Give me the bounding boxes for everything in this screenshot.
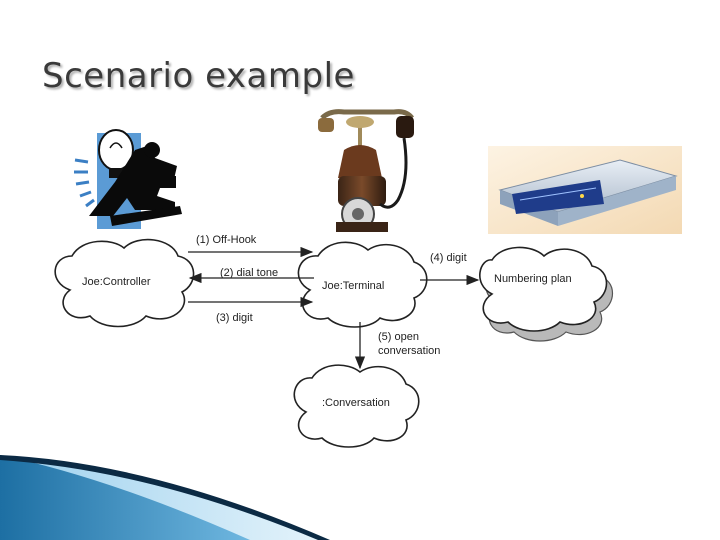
decorative-swoosh: [0, 455, 330, 540]
message-off-hook: (1) Off-Hook: [196, 234, 257, 246]
numbering-plan-label: Numbering plan: [494, 273, 572, 285]
message-digit-3: (3) digit: [216, 312, 253, 324]
node-terminal: [297, 241, 428, 328]
terminal-label: Joe:Terminal: [322, 280, 384, 292]
modem-photo: [488, 146, 682, 234]
person-clipart: [74, 129, 182, 229]
slide-title: Scenario example: [42, 56, 355, 96]
message-open: (5) open: [378, 331, 419, 343]
telephone-photo: [303, 106, 416, 234]
node-conversation: [293, 364, 420, 448]
conversation-label: :Conversation: [322, 397, 390, 409]
node-controller: [54, 238, 195, 328]
message-digit-4: (4) digit: [430, 252, 467, 264]
message-conversation: conversation: [378, 345, 440, 357]
node-numbering-plan: [479, 246, 614, 342]
message-dial-tone: (2) dial tone: [220, 267, 278, 279]
controller-label: Joe:Controller: [82, 276, 151, 288]
